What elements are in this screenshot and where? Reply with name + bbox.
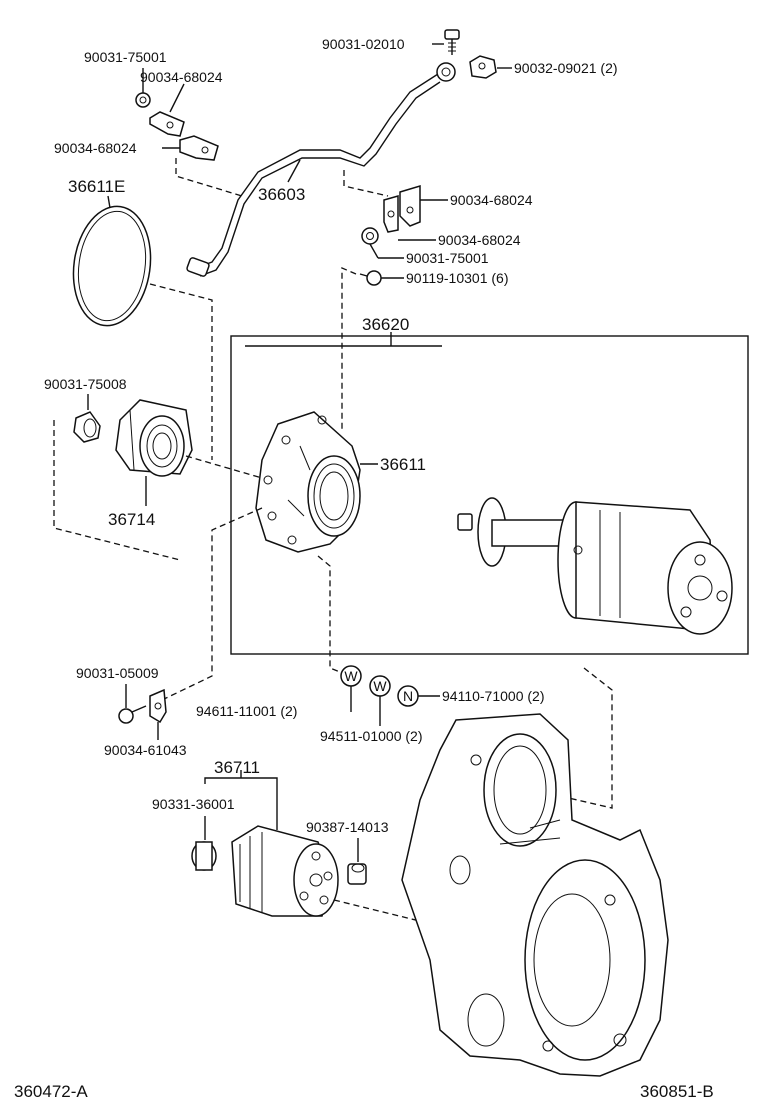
bracket-icon xyxy=(383,195,399,233)
bushing-icon xyxy=(347,863,367,885)
bearing-icon xyxy=(115,399,193,477)
speed-sensor-cable xyxy=(186,62,456,277)
part-number-label: 90031-05009 xyxy=(76,665,159,681)
washer-icon: W xyxy=(340,665,362,687)
part-number-label: 94511-01000 (2) xyxy=(320,728,422,744)
part-number-label: 36620 xyxy=(362,315,409,334)
part-number-label: 90034-68024 xyxy=(140,69,223,85)
rotor-icon xyxy=(231,825,339,917)
clip-icon xyxy=(469,55,497,79)
part-number-label: 90034-68024 xyxy=(54,140,137,156)
part-number-label: 94611-11001 (2) xyxy=(196,703,297,719)
bracket-icon xyxy=(149,111,185,137)
part-number-label: 90034-68024 xyxy=(438,232,521,248)
o-ring-icon xyxy=(72,205,152,327)
bushing-icon xyxy=(73,411,101,443)
assembly-box xyxy=(230,335,749,655)
bushing-icon xyxy=(191,841,217,871)
part-number-label: 90031-75001 xyxy=(406,250,489,266)
part-number-label: 36714 xyxy=(108,510,155,529)
extension-housing-assembly-icon xyxy=(457,497,733,635)
part-number-label: 90031-75008 xyxy=(44,376,127,392)
figure-code-right: 360851-B xyxy=(640,1082,714,1101)
part-number-label: 36611E xyxy=(68,177,125,196)
part-number-label: 36603 xyxy=(258,185,305,204)
part-number-label: 90119-10301 (6) xyxy=(406,270,508,286)
transfer-case-housing-icon xyxy=(401,713,669,1077)
bracket-icon xyxy=(179,135,219,161)
nut-symbol: N xyxy=(403,688,413,704)
bracket-icon xyxy=(399,184,421,227)
part-number-label: 94110-71000 (2) xyxy=(442,688,544,704)
bolt-icon xyxy=(444,29,460,55)
part-number-label: 36711 xyxy=(214,758,260,777)
bolt-icon xyxy=(118,705,147,724)
clamp-icon xyxy=(149,688,167,724)
part-number-label: 90031-02010 xyxy=(322,36,405,52)
part-number-label: 90031-75001 xyxy=(84,49,167,65)
part-number-label: 90387-14013 xyxy=(306,819,389,835)
retainer-housing-icon xyxy=(255,411,361,553)
part-number-label: 90032-09021 (2) xyxy=(514,60,618,76)
figure-code-left: 360472-A xyxy=(14,1082,88,1101)
part-number-label: 36611 xyxy=(380,455,426,474)
washer-symbol: W xyxy=(344,668,358,684)
washer-symbol: W xyxy=(373,678,387,694)
part-number-label: 90034-68024 xyxy=(450,192,533,208)
part-number-label: 90034-61043 xyxy=(104,742,187,758)
part-number-label: 90331-36001 xyxy=(152,796,235,812)
